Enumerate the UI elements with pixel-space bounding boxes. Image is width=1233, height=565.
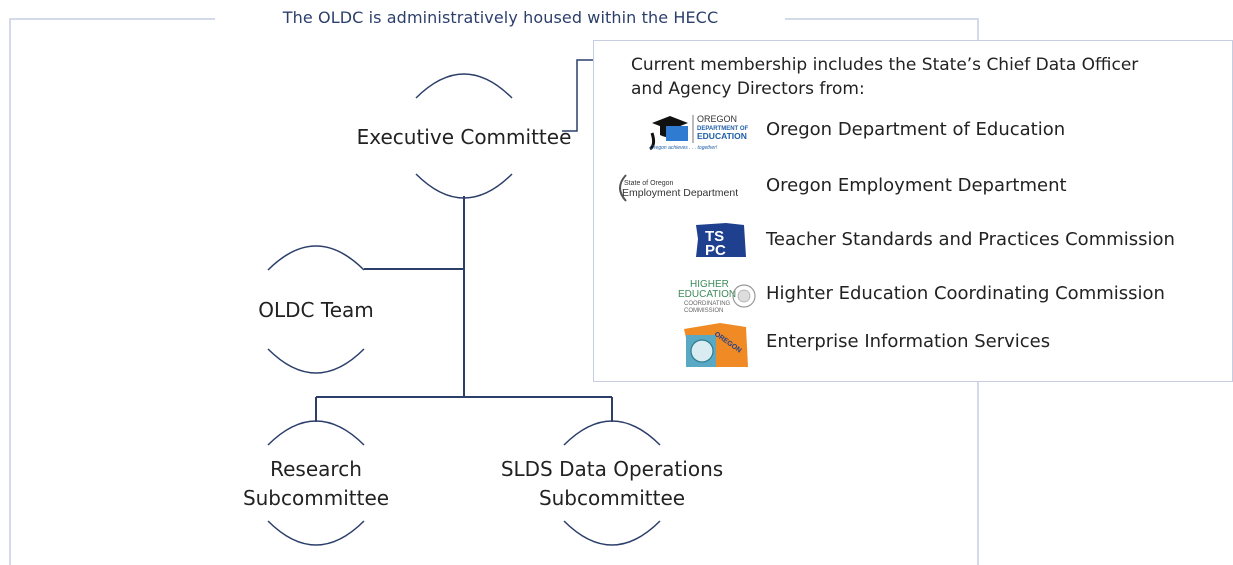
eis-logo: OREGON (684, 323, 748, 367)
ode-logo-tagline: Oregon achieves . . . together! (650, 145, 718, 151)
research-arc-bottom (267, 520, 365, 546)
agency-row-eis: OREGON Enterprise Information Services (594, 323, 1233, 367)
ode-logo-text-1: OREGON (697, 114, 737, 124)
frame-title: The OLDC is administratively housed with… (228, 8, 773, 27)
node-arcs (267, 73, 661, 546)
membership-intro-line1: Current membership includes the State’s … (631, 55, 1139, 75)
hecc-logo-text-4: COMMISSION (684, 308, 723, 314)
team-arc-top (267, 245, 365, 271)
agency-name-oed: Oregon Employment Department (766, 175, 1067, 196)
executive-arc-bottom (415, 173, 513, 199)
tspc-logo: TS PC (696, 223, 746, 259)
tspc-logo-text-1: TS (705, 228, 724, 245)
container-frame (9, 18, 979, 565)
ode-logo-text-2: DEPARTMENT OF (697, 126, 749, 132)
oldc-team-node: OLDC Team (258, 298, 374, 322)
executive-committee-node: Executive Committee (356, 125, 572, 149)
research-subcommittee-node: Research Subcommittee (206, 455, 426, 513)
agency-row-hecc: HIGHER EDUCATION COORDINATING COMMISSION… (594, 275, 1233, 319)
agency-name-eis: Enterprise Information Services (766, 331, 1051, 352)
slds-label-line2: Subcommittee (538, 486, 686, 510)
agency-row-ode: OREGON DEPARTMENT OF EDUCATION Oregon ac… (594, 111, 1233, 155)
executive-arc-top (415, 73, 513, 99)
hecc-logo-text-1: HIGHER (690, 279, 729, 290)
agency-row-oed: State of Oregon Employment Department Or… (594, 167, 1233, 211)
tspc-logo-text-2: PC (705, 242, 726, 259)
agency-name-tspc: Teacher Standards and Practices Commissi… (766, 229, 1175, 250)
agency-name-hecc: Highter Education Coordinating Commissio… (766, 283, 1165, 304)
research-label-line1: Research (270, 457, 362, 481)
ode-logo-text-3: EDUCATION (697, 131, 747, 141)
research-label-line2: Subcommittee (242, 486, 390, 510)
slds-arc-bottom (563, 520, 661, 546)
slds-label-line1: SLDS Data Operations (500, 457, 724, 481)
slds-arc-top (563, 420, 661, 446)
team-arc-bottom (267, 348, 365, 374)
oed-logo: State of Oregon Employment Department (619, 174, 738, 202)
hecc-logo-text-2: EDUCATION (678, 289, 736, 300)
oed-logo-text-2: Employment Department (622, 187, 738, 199)
membership-intro-line2: and Agency Directors from: (631, 79, 865, 99)
slds-subcommittee-node: SLDS Data Operations Subcommittee (482, 455, 742, 513)
agency-row-tspc: TS PC Teacher Standards and Practices Co… (594, 221, 1233, 265)
tree-connectors (315, 196, 613, 422)
membership-intro: Current membership includes the State’s … (631, 53, 1191, 101)
membership-panel: Current membership includes the State’s … (593, 40, 1233, 382)
oed-logo-text-1: State of Oregon (624, 180, 674, 187)
agency-name-ode: Oregon Department of Education (766, 119, 1066, 140)
hecc-logo: HIGHER EDUCATION COORDINATING COMMISSION (678, 279, 756, 314)
ode-logo: OREGON DEPARTMENT OF EDUCATION Oregon ac… (649, 114, 749, 151)
research-arc-top (267, 420, 365, 446)
hecc-logo-text-3: COORDINATING (684, 301, 731, 307)
